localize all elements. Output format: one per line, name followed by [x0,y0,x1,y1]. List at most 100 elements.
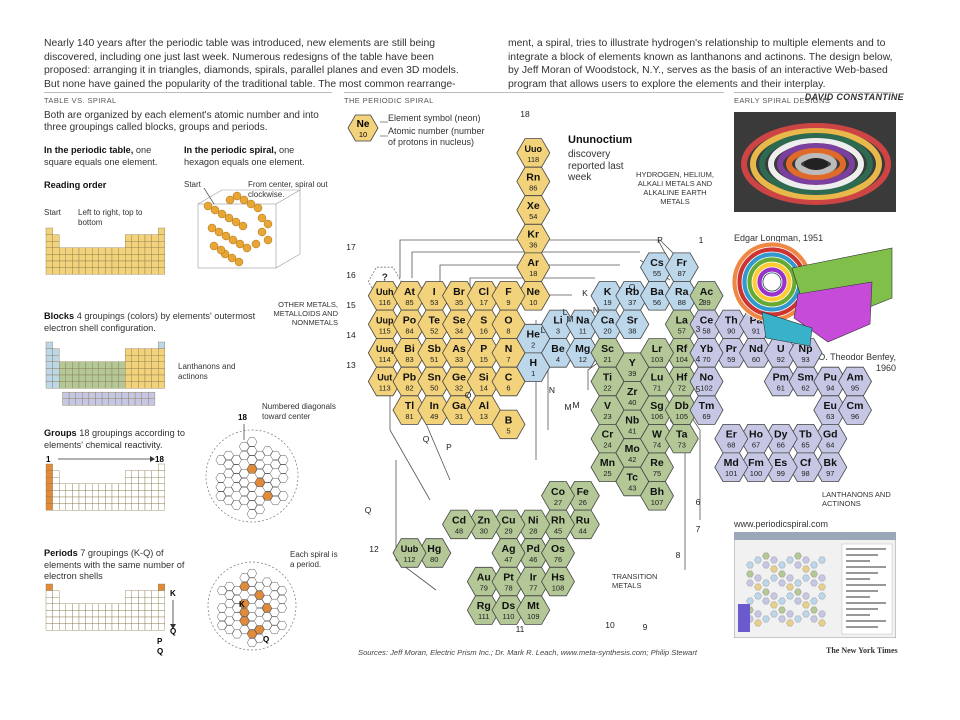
table-cell [105,254,113,262]
lanthanons-label: Lanthanons and actinons [178,362,236,381]
element-number: 48 [455,526,463,535]
element-symbol: Zn [477,514,490,526]
table-cell [151,247,159,255]
element-number: 62 [801,383,809,392]
mini-hexagon [223,495,234,506]
table-cell [144,616,152,624]
hex-shape [392,538,427,568]
element-symbol: No [700,371,714,383]
table-cell [72,368,80,376]
element-number: 12 [579,355,587,364]
website-hex [770,601,778,609]
mini-hexagon [223,459,234,470]
caption-longman: Edgar Longman, 1951 [734,233,824,243]
table-cell [91,381,99,389]
table-cell [118,381,126,389]
table-cell [85,381,93,389]
table-cell [85,616,93,624]
mini-spiral-groups [205,424,299,523]
website-hex [770,610,778,618]
legend-number: 10 [359,130,367,139]
table-cell [52,368,60,376]
table-cell [101,391,109,399]
mini-hexagon [216,612,228,622]
table-cell [144,368,152,376]
element-number: 78 [504,584,512,593]
table-cell [118,260,126,268]
element-symbol: Dy [774,429,788,441]
element-number: 49 [430,412,438,421]
group-arrow-head [150,456,155,462]
element-symbol: Uuh [376,287,394,297]
table-cell [118,483,126,491]
website-hex [762,597,770,605]
table-cell [72,381,80,389]
element-number: 102 [700,383,713,392]
period-letter: L [563,307,568,317]
element-number: 42 [628,455,636,464]
table-cell [138,260,146,268]
table-cell [59,610,67,618]
period-letter: P [657,235,663,245]
periods-table [45,583,176,631]
table-cell [131,490,139,498]
table-cell [138,368,146,376]
mini-hexagon [246,500,258,510]
website-hex [770,574,778,582]
benfey-arm-purple [793,281,873,343]
table-cell [108,391,116,399]
table-cell [124,348,132,356]
period-letter: P [446,442,452,452]
table-cell [65,361,73,369]
element-symbol: Rh [551,514,565,526]
element-number: 30 [480,526,488,535]
table-cell [105,603,113,611]
table-cell [151,348,159,356]
table-cell [131,374,139,382]
mini-hexagon [261,620,273,630]
table-cell [45,374,53,382]
element-number: 94 [826,383,834,392]
element-symbol: Y [629,357,636,369]
mini-hexagon [270,495,281,506]
table-cell [78,267,86,275]
hex-shape [392,395,427,425]
element-number: 24 [603,441,611,450]
element-number: 110 [503,612,515,621]
website-sidepanel [841,543,893,635]
longman-ring [741,123,891,205]
table-cell [78,381,86,389]
each-spiral-label: Each spiral is a period. [290,550,338,569]
table-cell [52,597,60,605]
group-number: 15 [346,300,356,310]
mini-hexagon [254,450,266,461]
element-number: 59 [727,355,735,364]
hex-shape [491,595,526,625]
table-cell [138,597,146,605]
element-symbol: Ce [700,314,714,326]
mini-hexagon [215,482,227,492]
element-number: 21 [603,355,611,364]
mini-hexagon [238,477,250,488]
element-symbol: La [676,314,688,326]
table-cell [144,623,152,631]
legend-symbol-label: Element symbol (neon) [388,113,481,123]
element-number: 10 [529,298,537,307]
table-cell [141,391,149,399]
period-letter: M [564,402,571,412]
period-q-label: Q [170,627,176,636]
table-cell [144,254,152,262]
table-cell [78,603,86,611]
element-symbol: Nb [625,414,639,426]
table-cell [91,361,99,369]
table-cell [151,470,159,478]
element-symbol: Uuq [376,344,394,354]
table-cell [144,490,152,498]
element-number: 52 [430,326,438,335]
table-cell [75,391,83,399]
